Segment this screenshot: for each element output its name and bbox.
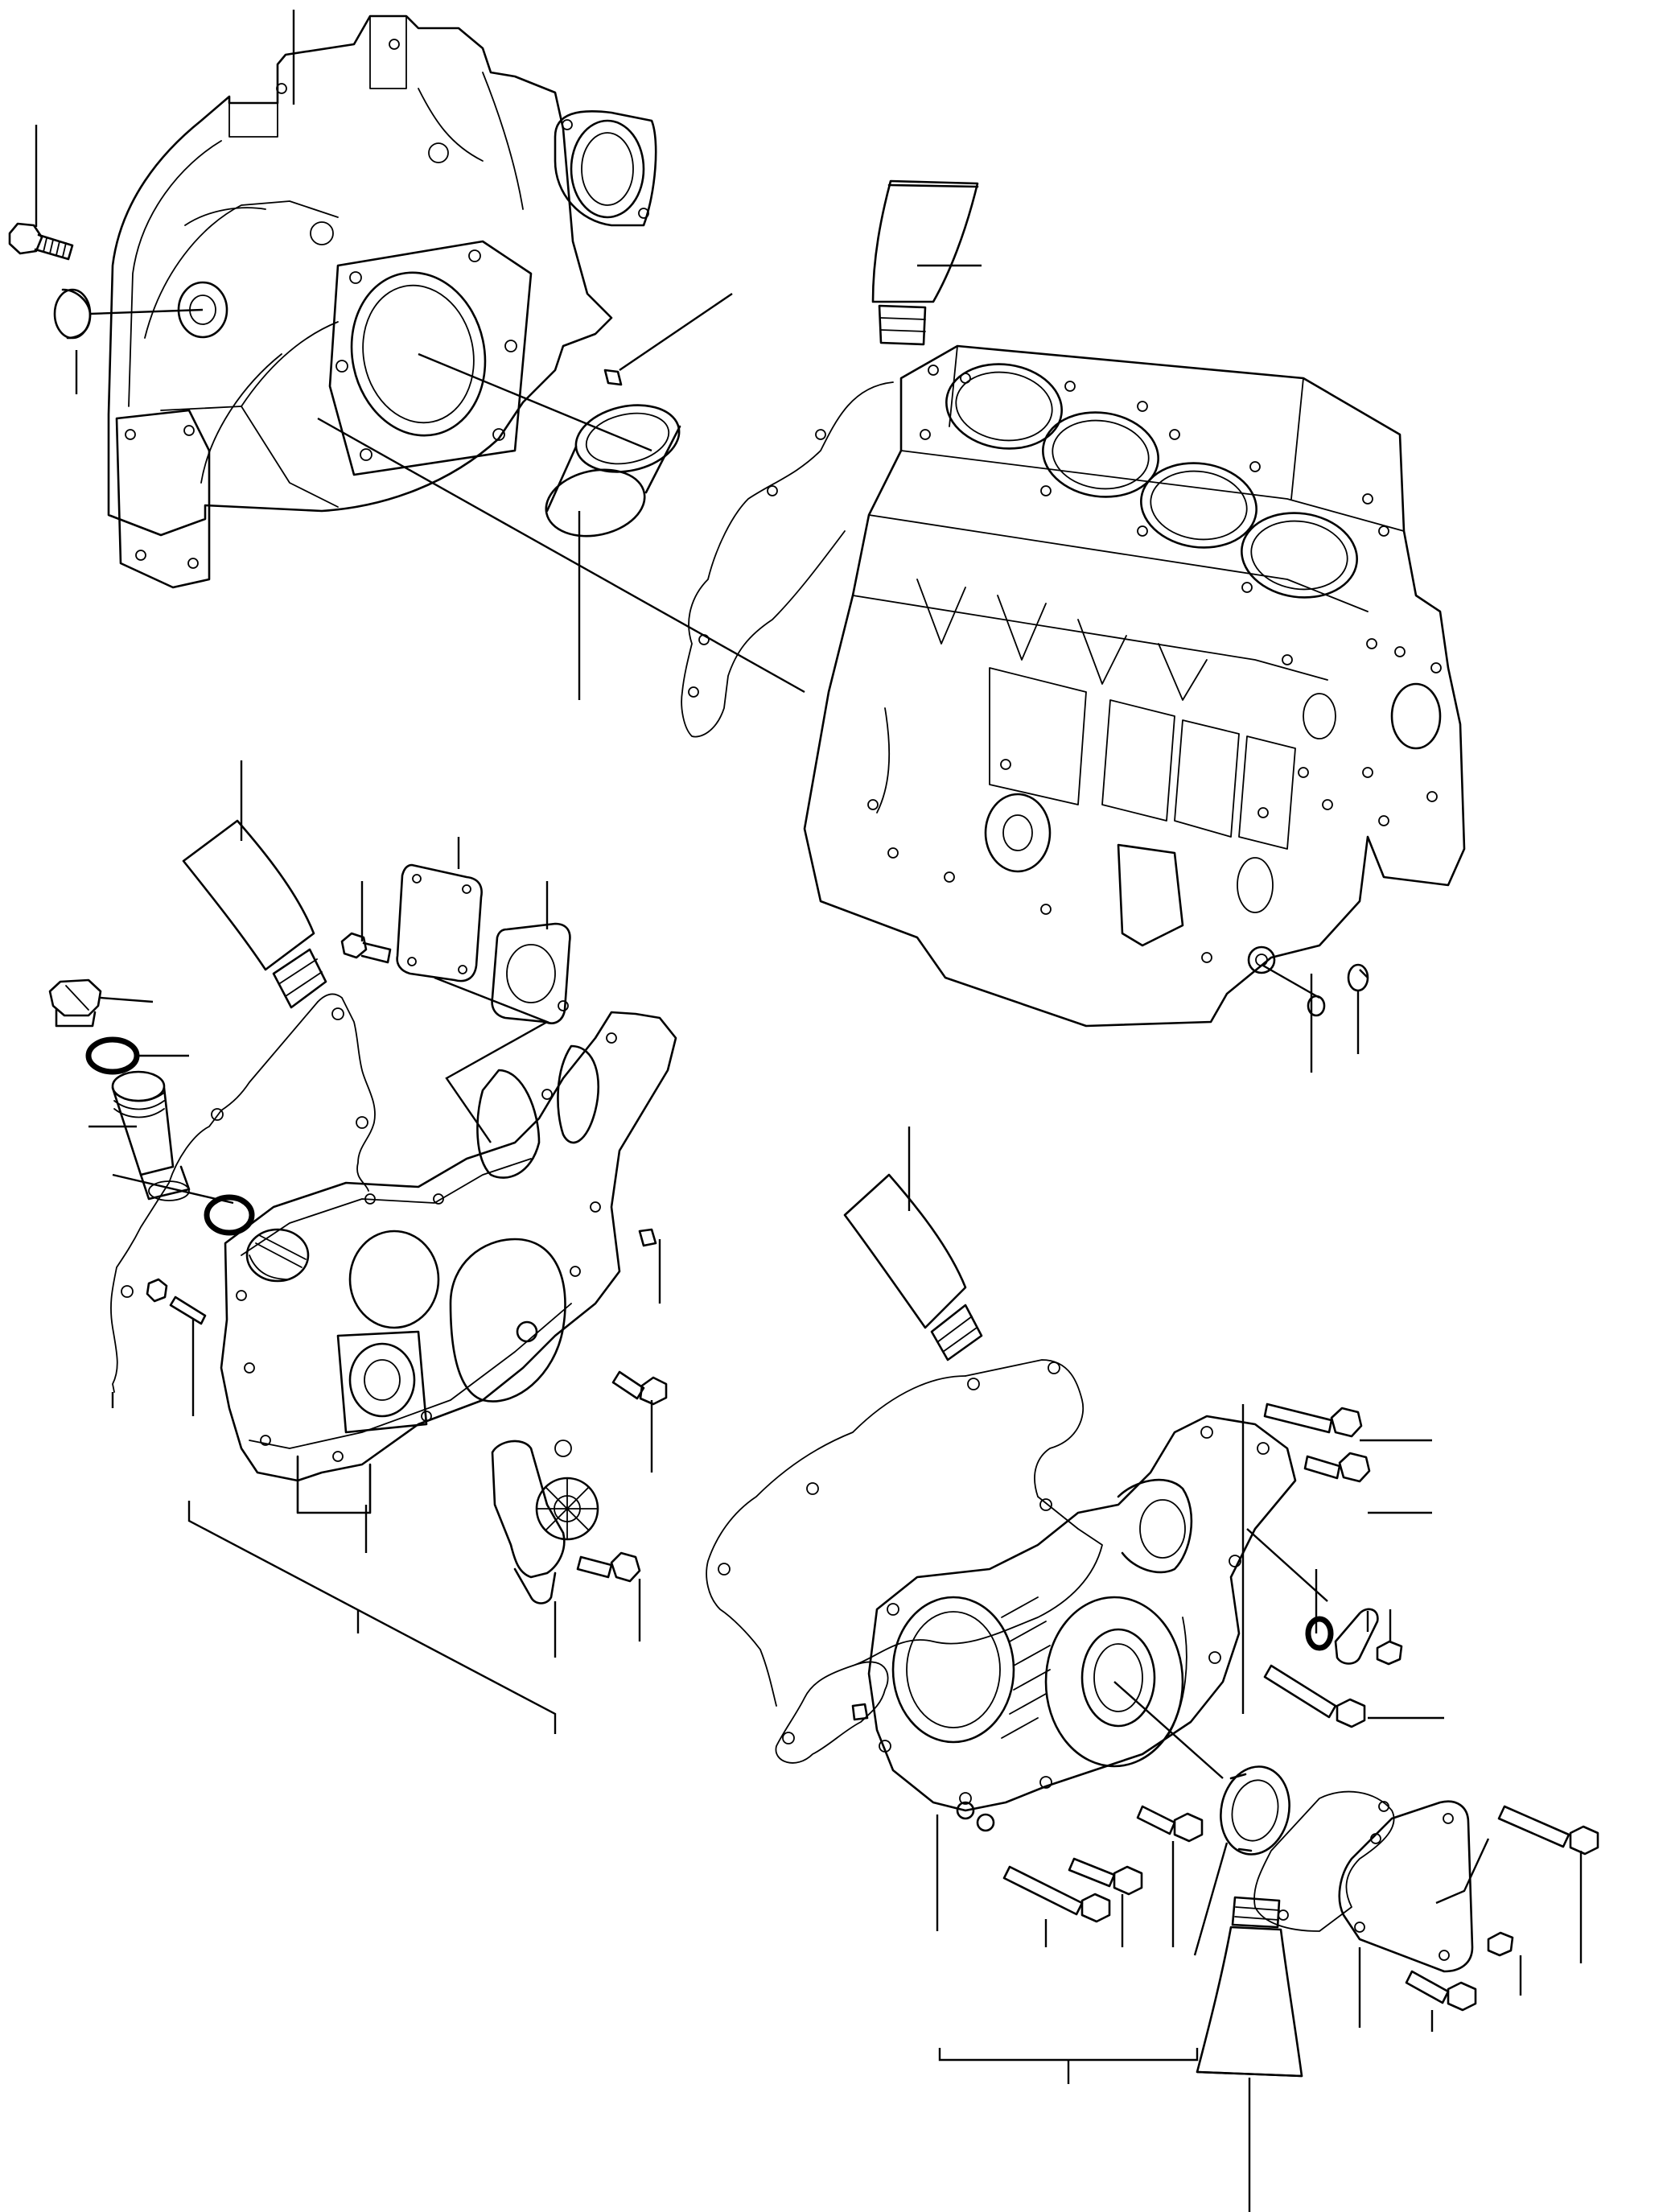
front-cover-plate [1338,1800,1474,1973]
sealant-tube [871,179,979,346]
bolt-small-2 [1376,1640,1403,1666]
bolt-case-4 [1136,1805,1204,1843]
front-oil-seal [1220,1765,1290,1856]
front-gear-cover [220,1000,677,1514]
o-ring-filler [85,1036,140,1075]
bolt-flywheel-housing [8,222,74,261]
bolt-case-1 [1263,1403,1363,1438]
bolt-case-2 [1303,1452,1371,1483]
leader-lines [35,10,1583,2212]
bolt-oil-pump [576,1551,641,1583]
timing-case-gasket [706,1359,1103,1764]
sealant-tube-2 [182,819,327,1009]
sealant-tube-3 [843,1173,983,1361]
flange-plate [1334,1608,1379,1665]
o-ring-timing [1305,1616,1334,1651]
sealant-tube-4 [1196,1896,1303,2078]
dowel-pin [603,369,623,386]
bolt-front-cover [611,1370,668,1406]
front-cover-gasket [110,993,376,1393]
o-ring-filler-2 [204,1194,255,1236]
bolt-case-5 [1002,1865,1111,1923]
pin-front [638,1228,657,1247]
rear-gasket [681,381,894,738]
timing-gear-case [851,1415,1297,1832]
bolt-small [340,932,392,964]
filler-tube [111,1070,191,1201]
bolt-case-3 [1263,1664,1366,1728]
plug [53,288,92,340]
oil-pump [491,1440,599,1604]
flywheel-housing [107,14,657,589]
bolt-cover-3 [1405,1970,1477,2012]
cylinder-block [803,344,1466,1028]
cover-plate [396,863,483,982]
nut-stud [146,1278,207,1325]
oil-filler-cap [48,978,102,1028]
bolt-case-6 [1068,1857,1143,1896]
bolt-cover-2 [1487,1931,1514,1957]
bolt-cover-1 [1497,1805,1599,1856]
rear-oil-seal [545,404,681,538]
